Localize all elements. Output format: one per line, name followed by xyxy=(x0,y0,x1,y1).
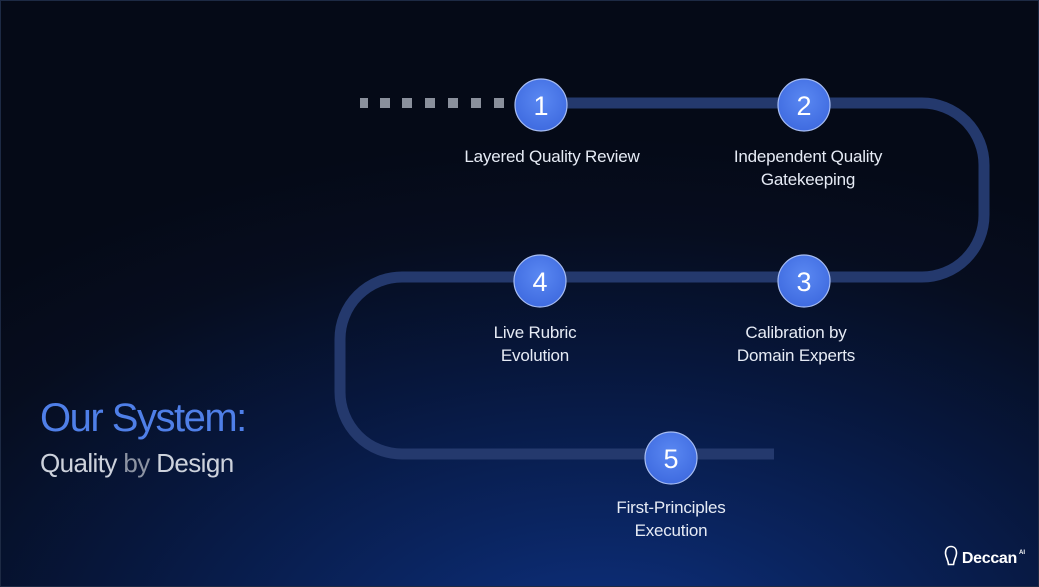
subtitle-suffix: Design xyxy=(156,448,234,478)
connector-path xyxy=(334,97,990,460)
subtitle-connector: by xyxy=(123,448,150,478)
subtitle-prefix: Quality xyxy=(40,448,117,478)
step-number: 1 xyxy=(533,91,548,121)
step-number: 4 xyxy=(532,267,547,297)
step-label-2: Independent Quality Gatekeeping xyxy=(733,147,883,189)
step-number: 3 xyxy=(796,267,811,297)
step-label-4: Live Rubric Evolution xyxy=(493,323,577,365)
step-number: 2 xyxy=(796,91,811,121)
slide-title: Our System: xyxy=(40,396,247,440)
brand-logo: Deccan AI xyxy=(944,545,1027,572)
step-node-1: 1 xyxy=(514,78,568,132)
step-label-5: First-Principles Execution xyxy=(616,498,726,540)
step-node-3: 3 xyxy=(777,254,831,308)
slide-subtitle: Quality by Design xyxy=(40,448,246,478)
lead-in-dashes xyxy=(360,98,504,108)
step-node-2: 2 xyxy=(777,78,831,132)
deccan-logo-icon xyxy=(944,545,958,572)
step-label-1: Layered Quality Review xyxy=(464,147,640,166)
step-node-5: 5 xyxy=(644,431,698,485)
step-node-4: 4 xyxy=(513,254,567,308)
title-block: Our System: Quality by Design xyxy=(40,394,247,478)
step-label-3: Calibration by Domain Experts xyxy=(736,323,856,365)
logo-superscript: AI xyxy=(1019,549,1025,556)
step-number: 5 xyxy=(663,444,678,474)
logo-text: Deccan xyxy=(961,549,1017,567)
